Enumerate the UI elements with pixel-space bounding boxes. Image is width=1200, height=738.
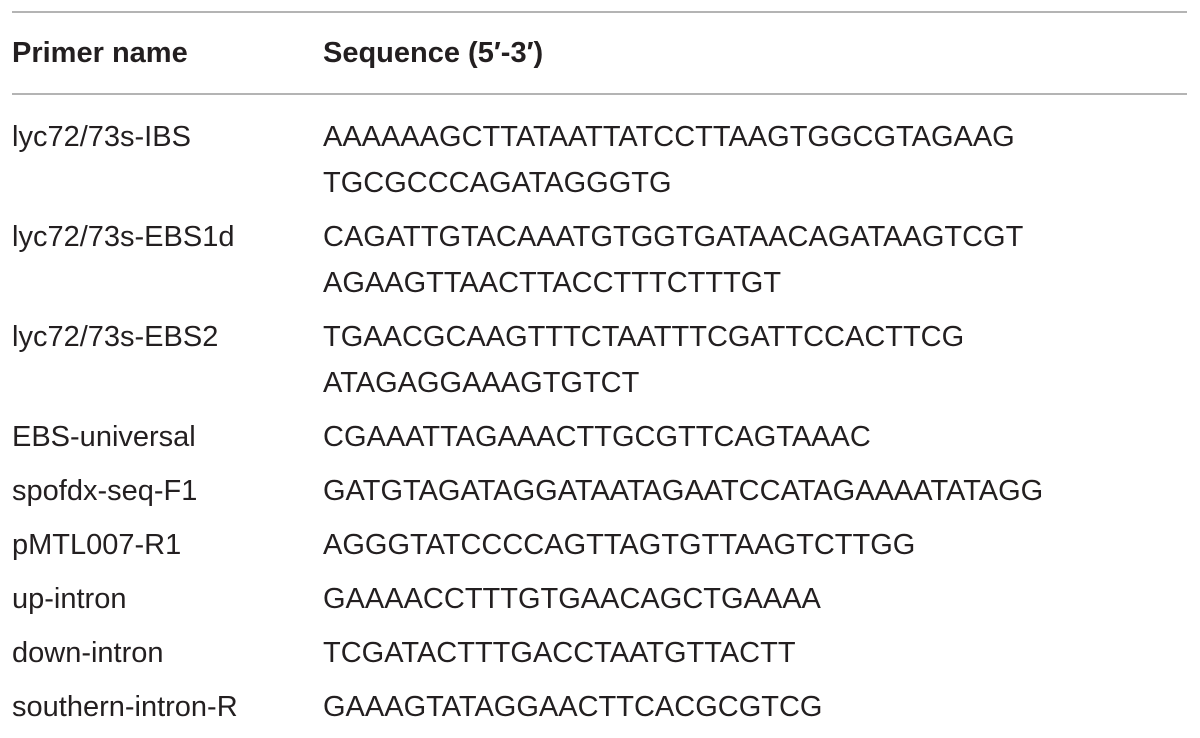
primer-table: Primer name Sequence (5′-3′) lyc72/73s-I… [12,11,1187,738]
sequence-line: TGAACGCAAGTTTCTAATTTCGATTCCACTTCG [323,321,965,353]
sequence-line: GATGTAGATAGGATAATAGAATCCATAGAAAATATAGG [323,475,1044,507]
table-row: pMTL007-R1 AGGGTATCCCCAGTTAGTGTTAAGTCTTG… [12,522,1187,568]
primer-sequence: TCGATACTTTGACCTAATGTTACTT [323,630,1187,676]
sequence-line: GAAAACCTTTGTGAACAGCTGAAAA [323,583,821,615]
primer-name: spofdx-seq-F1 [12,475,198,507]
table-row: spofdx-seq-F1 GATGTAGATAGGATAATAGAATCCAT… [12,468,1187,514]
primer-name: up-intron [12,583,127,615]
top-rule [12,11,1187,13]
sequence-line: CAGATTGTACAAATGTGGTGATAACAGATAAGTCGT [323,221,1024,253]
sequence-line: TGCGCCCAGATAGGGTG [323,167,672,199]
table-row: lyc72/73s-IBS AAAAAAGCTTATAATTATCCTTAAGT… [12,114,1187,206]
primer-sequence: TGAACGCAAGTTTCTAATTTCGATTCCACTTCG ATAGAG… [323,314,1187,406]
primer-name: EBS-universal [12,421,196,453]
sequence-line: GAAAGTATAGGAACTTCACGCGTCG [323,691,823,723]
sequence-line: CGAAATTAGAAACTTGCGTTCAGTAAAC [323,421,871,453]
sequence-line: ATAGAGGAAAGTGTCT [323,367,640,399]
table-row: up-intron GAAAACCTTTGTGAACAGCTGAAAA [12,576,1187,622]
header-rule [12,93,1187,95]
primer-name: lyc72/73s-EBS1d [12,221,235,253]
primer-sequence: CGAAATTAGAAACTTGCGTTCAGTAAAC [323,414,1187,460]
header-primer-name: Primer name [12,36,188,69]
table-body: lyc72/73s-IBS AAAAAAGCTTATAATTATCCTTAAGT… [12,95,1187,730]
primer-name: pMTL007-R1 [12,529,182,561]
primer-name: lyc72/73s-EBS2 [12,321,219,353]
table-row: lyc72/73s-EBS2 TGAACGCAAGTTTCTAATTTCGATT… [12,314,1187,406]
primer-sequence: AAAAAAGCTTATAATTATCCTTAAGTGGCGTAGAAG TGC… [323,114,1187,206]
table-row: down-intron TCGATACTTTGACCTAATGTTACTT [12,630,1187,676]
primer-sequence: GAAAGTATAGGAACTTCACGCGTCG [323,684,1187,730]
primer-name: lyc72/73s-IBS [12,121,191,153]
primer-sequence: AGGGTATCCCCAGTTAGTGTTAAGTCTTGG [323,522,1187,568]
table-row: southern-intron-R GAAAGTATAGGAACTTCACGCG… [12,684,1187,730]
table-row: EBS-universal CGAAATTAGAAACTTGCGTTCAGTAA… [12,414,1187,460]
sequence-line: AAAAAAGCTTATAATTATCCTTAAGTGGCGTAGAAG [323,121,1015,153]
sequence-line: TCGATACTTTGACCTAATGTTACTT [323,637,796,669]
primer-sequence: CAGATTGTACAAATGTGGTGATAACAGATAAGTCGT AGA… [323,214,1187,306]
sequence-line: AGGGTATCCCCAGTTAGTGTTAAGTCTTGG [323,529,916,561]
primer-sequence: GATGTAGATAGGATAATAGAATCCATAGAAAATATAGG [323,468,1187,514]
sequence-line: AGAAGTTAACTTACCTTTCTTTGT [323,267,782,299]
primer-name: southern-intron-R [12,691,238,723]
header-sequence: Sequence (5′-3′) [323,36,544,69]
primer-sequence: GAAAACCTTTGTGAACAGCTGAAAA [323,576,1187,622]
primer-name: down-intron [12,637,164,669]
table-row: lyc72/73s-EBS1d CAGATTGTACAAATGTGGTGATAA… [12,214,1187,306]
table-header: Primer name Sequence (5′-3′) [12,13,1187,93]
